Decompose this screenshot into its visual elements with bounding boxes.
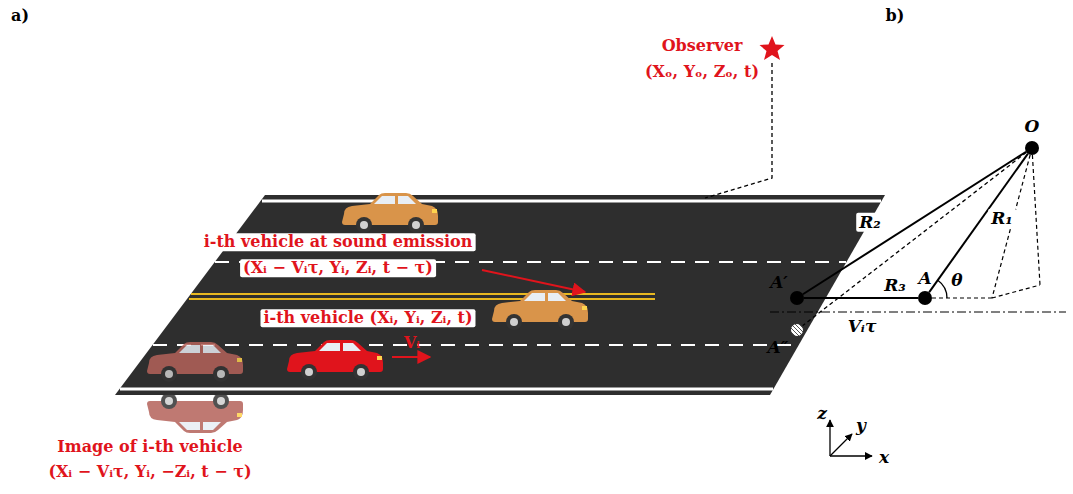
distance-label: R₁ [988, 209, 1016, 228]
distance-label: R₂ [856, 213, 884, 232]
point-marker: O [1025, 141, 1039, 155]
point-marker: A′ [790, 291, 804, 305]
distance-label: Vᵢτ [845, 317, 880, 336]
road [115, 195, 885, 395]
point-label: A [918, 268, 931, 288]
observer-coords: (Xₒ, Yₒ, Zₒ, t) [645, 63, 759, 81]
panel-letter: b) [886, 7, 905, 25]
emission-title: i-th vehicle at sound emission [201, 233, 476, 251]
axis-label: z [817, 404, 827, 423]
image-title: Image of i-th vehicle [57, 438, 242, 456]
observer-title: Observer [662, 37, 743, 55]
point-marker: A″ [790, 323, 804, 337]
geometry-line [804, 297, 918, 299]
point-marker: A [918, 291, 932, 305]
observer-star [760, 36, 785, 60]
image-coords: (Xᵢ − Vᵢτ, Yᵢ, −Zᵢ, t − τ) [48, 463, 251, 481]
geometry-line [929, 154, 1028, 293]
geometry-line [803, 152, 1026, 294]
axis-label: x [879, 448, 889, 467]
geometry-line [803, 152, 1027, 325]
emission-coords: (Xᵢ − Vᵢτ, Yᵢ, Zᵢ, t − τ) [240, 259, 436, 277]
point-label: A′ [770, 272, 788, 292]
panel-letter: a) [11, 7, 29, 25]
point-label: O [1025, 116, 1040, 136]
point-label: A″ [768, 337, 789, 357]
angle-label: θ [951, 271, 962, 290]
vehicle-label: i-th vehicle (Xᵢ, Yᵢ, Zᵢ, t) [260, 309, 475, 327]
velocity-label: Vᵢ [404, 334, 420, 352]
distance-label: R₃ [881, 276, 909, 295]
axis-label: y [856, 416, 866, 435]
